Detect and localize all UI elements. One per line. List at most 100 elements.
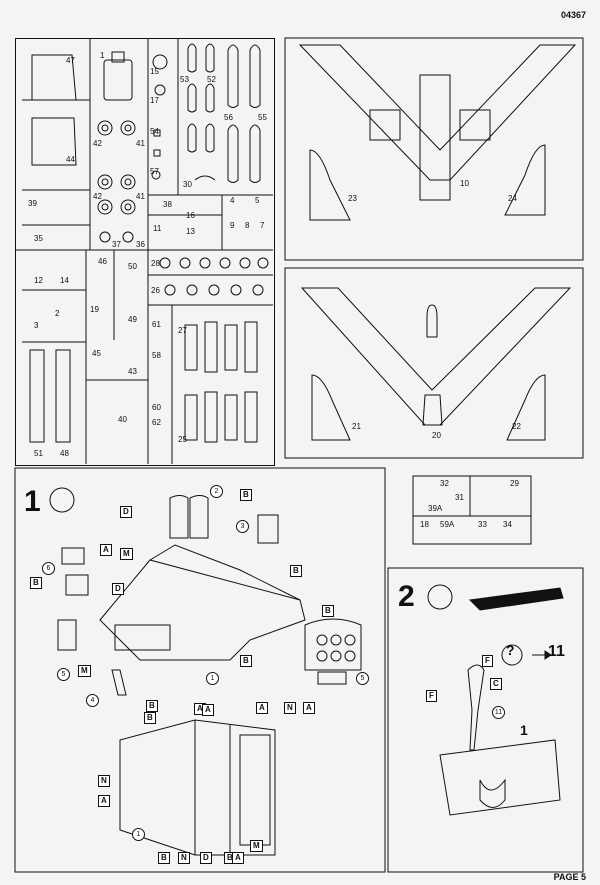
part-number: 3: [34, 321, 39, 330]
part-number: 7: [260, 221, 265, 230]
paint-callout: B: [158, 852, 170, 864]
part-number: 59A: [440, 520, 455, 529]
part-number: 41: [136, 139, 145, 148]
part-number: 31: [455, 493, 464, 502]
part-number: 47: [66, 56, 75, 65]
part-number: 49: [128, 315, 137, 324]
part-ref: 11: [492, 706, 505, 719]
paint-callout: N: [98, 775, 110, 787]
part-number: 56: [224, 113, 233, 122]
paint-callout: F: [482, 655, 493, 667]
parts-sprue-frame: [15, 38, 275, 466]
paint-callout: A: [202, 704, 214, 716]
part-number: 18: [420, 520, 429, 529]
step-number: 1: [24, 485, 41, 518]
part-number: 38: [163, 200, 172, 209]
part-number: 55: [258, 113, 267, 122]
part-number: 61: [152, 320, 161, 329]
part-number: 19: [90, 305, 99, 314]
part-number: 32: [440, 479, 449, 488]
part-ref: 1: [520, 722, 528, 738]
part-number: 48: [60, 449, 69, 458]
paint-callout: M: [78, 665, 91, 677]
part-number: 24: [508, 194, 517, 203]
part-number: 22: [512, 422, 521, 431]
part-number: 26: [151, 286, 160, 295]
part-number: 8: [245, 221, 250, 230]
paint-callout: B: [144, 712, 156, 724]
part-number: 60: [152, 403, 161, 412]
part-number: 21: [352, 422, 361, 431]
part-number: 50: [128, 262, 137, 271]
step-number: 2: [398, 580, 415, 613]
part-number: 35: [34, 234, 43, 243]
part-number: 53: [180, 75, 189, 84]
part-number: 62: [152, 418, 161, 427]
part-number: 10: [460, 179, 469, 188]
part-number: 23: [348, 194, 357, 203]
part-number: 12: [34, 276, 43, 285]
part-number: 29: [510, 479, 519, 488]
paint-callout: A: [256, 702, 268, 714]
part-ref: 2: [210, 485, 223, 498]
part-number: 46: [98, 257, 107, 266]
part-number: 13: [186, 227, 195, 236]
paint-callout: B: [30, 577, 42, 589]
part-ref: 3: [236, 520, 249, 533]
paint-callout: B: [240, 489, 252, 501]
paint-callout: A: [98, 795, 110, 807]
part-number: 52: [207, 75, 216, 84]
part-number: 20: [432, 431, 441, 440]
part-number: 14: [60, 276, 69, 285]
part-ref: 1: [132, 828, 145, 841]
part-ref: 5: [356, 672, 369, 685]
part-number: 57: [150, 167, 159, 176]
part-number: 39: [28, 199, 37, 208]
paint-callout: A: [232, 852, 244, 864]
paint-callout: M: [250, 840, 263, 852]
paint-callout: N: [284, 702, 296, 714]
part-number: 5: [255, 196, 260, 205]
part-number: 39A: [428, 504, 443, 513]
part-number: 25: [178, 435, 187, 444]
part-ref: 4: [86, 694, 99, 707]
part-number: 1: [100, 51, 105, 60]
part-number: 36: [136, 240, 145, 249]
part-number: 9: [230, 221, 235, 230]
part-number: 40: [118, 415, 127, 424]
part-number: 58: [152, 351, 161, 360]
paint-callout: B: [322, 605, 334, 617]
part-number: 44: [66, 155, 75, 164]
part-number: 45: [92, 349, 101, 358]
paint-callout: A: [303, 702, 315, 714]
catalog-number: 04367: [560, 10, 586, 20]
part-number: 37: [112, 240, 121, 249]
part-number: 27: [178, 326, 187, 335]
part-number: 28: [151, 259, 160, 268]
part-number: 41: [136, 192, 145, 201]
part-number: 34: [503, 520, 512, 529]
paint-callout: F: [426, 690, 437, 702]
question-icon: ?: [506, 642, 515, 658]
part-number: 42: [93, 139, 102, 148]
paint-callout: N: [178, 852, 190, 864]
paint-callout: D: [112, 583, 124, 595]
part-number: 30: [183, 180, 192, 189]
part-number: 11: [153, 224, 162, 233]
paint-callout: B: [290, 565, 302, 577]
part-ref: 5: [57, 668, 70, 681]
part-number: 33: [478, 520, 487, 529]
paint-callout: B: [240, 655, 252, 667]
part-number: 4: [230, 196, 235, 205]
paint-callout: M: [120, 548, 133, 560]
part-number: 16: [186, 211, 195, 220]
part-number: 54: [150, 127, 159, 136]
paint-callout: C: [490, 678, 502, 690]
paint-callout: D: [200, 852, 212, 864]
part-ref: 6: [42, 562, 55, 575]
paint-callout: D: [120, 506, 132, 518]
page-label: PAGE 5: [553, 872, 586, 882]
part-number: 51: [34, 449, 43, 458]
part-number: 2: [55, 309, 60, 318]
